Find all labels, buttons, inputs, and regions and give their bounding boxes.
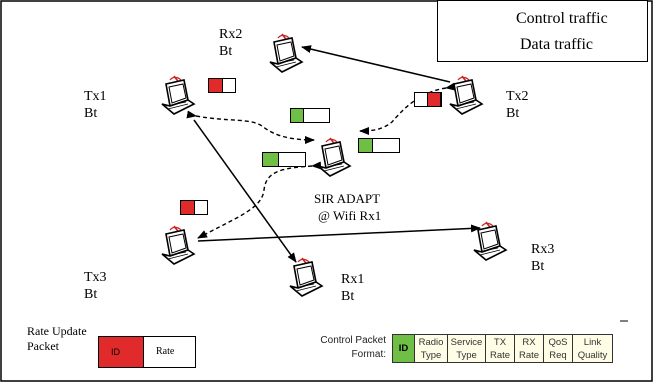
- format-field-link-quality: Link Quality: [573, 335, 612, 362]
- format-field-bottom: Rate: [489, 350, 511, 361]
- format-field-rx-rate: RX Rate: [515, 335, 544, 362]
- legend-control-label: Control traffic: [516, 10, 608, 27]
- node-rx2-sub: Bt: [219, 44, 233, 59]
- node-rx1-sub: Bt: [341, 289, 355, 304]
- rate-update-packet-icon-tx3: [180, 200, 208, 215]
- node-rx3-name: Rx3: [531, 242, 555, 257]
- format-field-top: RX: [522, 337, 536, 348]
- laptop-icon-rx1: [289, 257, 323, 297]
- laptop-icon-center: [317, 137, 351, 177]
- node-center-line2: @ Wifi Rx1: [318, 208, 382, 223]
- data-link-tx1-rx1: [193, 119, 297, 263]
- packet-spacer: [415, 93, 428, 106]
- packet-id-block: [291, 109, 304, 122]
- rate-update-packet-key: ID Rate: [98, 336, 196, 368]
- control-format-label-line1: Control Packet: [320, 335, 386, 346]
- control-link-tx3-center: [197, 161, 322, 239]
- node-tx3-sub: Bt: [84, 287, 98, 302]
- node-tx2-label: Tx2 Bt: [506, 88, 529, 122]
- node-tx1-name: Tx1: [84, 89, 107, 104]
- format-field-bottom: Type: [420, 350, 442, 361]
- format-field-bottom: Rate: [518, 350, 540, 361]
- packet-id-block: [359, 139, 373, 152]
- rate-update-label-line2: Packet: [27, 339, 59, 353]
- node-center-label: SIR ADAPT @ Wifi Rx1: [314, 190, 381, 224]
- control-format-label-line2: Format:: [351, 349, 386, 360]
- control-packet-format-table: ID Radio Type Service Type TX Rate RX Ra…: [392, 334, 613, 363]
- rate-update-label-line1: Rate Update: [27, 324, 87, 338]
- node-rx3-label: Rx3 Bt: [531, 241, 554, 275]
- control-format-label: Control Packet Format:: [308, 335, 386, 360]
- packet-id-block: [263, 153, 279, 166]
- format-field-service-type: Service Type: [448, 335, 486, 362]
- packet-id-block: [181, 201, 195, 214]
- rate-update-label: Rate Update Packet: [27, 324, 87, 354]
- format-id-field: ID: [393, 335, 415, 362]
- rate-update-packet-icon-tx1: [208, 78, 236, 93]
- rate-update-id-field: ID: [99, 337, 144, 367]
- legend: Control traffic Data traffic: [437, 0, 648, 62]
- node-rx2-label: Rx2 Bt: [219, 26, 242, 60]
- node-tx3-label: Tx3 Bt: [84, 269, 107, 303]
- node-rx1-label: Rx1 Bt: [341, 271, 364, 305]
- format-field-top: Service: [450, 337, 483, 348]
- data-link-tx2-rx2: [301, 45, 451, 83]
- node-rx2-name: Rx2: [219, 27, 243, 42]
- data-link-tx3-rx3: [197, 224, 481, 242]
- format-field-radio-type: Radio Type: [415, 335, 448, 362]
- node-center-line1: SIR ADAPT: [314, 191, 381, 206]
- data-links: [193, 45, 481, 263]
- format-field-top: Link: [583, 337, 602, 348]
- node-tx1-label: Tx1 Bt: [84, 88, 107, 122]
- format-field-top: TX: [493, 337, 507, 348]
- control-links: [186, 82, 456, 239]
- packet-id-block: [428, 93, 441, 106]
- format-field-bottom: Type: [456, 350, 477, 361]
- node-rx1-name: Rx1: [341, 272, 365, 287]
- node-rx3-sub: Bt: [531, 259, 545, 274]
- format-field-top: Radio: [418, 337, 444, 348]
- rate-update-packet-icon-tx2: [414, 92, 442, 107]
- format-field-qos-req: QoS Req: [544, 335, 573, 362]
- laptop-icon-tx2: [449, 75, 483, 115]
- rate-update-rate-field: Rate: [156, 346, 175, 357]
- control-packet-icon-tx2: [358, 138, 400, 153]
- format-field-top: QoS: [548, 337, 568, 348]
- laptop-icon-rx2: [269, 33, 303, 73]
- node-tx2-name: Tx2: [506, 89, 529, 104]
- node-tx3-name: Tx3: [84, 270, 107, 285]
- format-field-bottom: Req: [549, 350, 567, 361]
- format-field-tx-rate: TX Rate: [486, 335, 515, 362]
- laptop-icon-tx3: [161, 225, 195, 265]
- control-packet-icon-tx1: [290, 108, 330, 123]
- packet-id-block: [209, 79, 223, 92]
- laptop-icon-tx1: [161, 75, 195, 115]
- control-link-tx2-center: [359, 82, 456, 135]
- node-tx2-sub: Bt: [506, 106, 520, 121]
- control-packet-icon-tx3: [262, 152, 306, 167]
- legend-data-label: Data traffic: [520, 36, 593, 53]
- format-field-bottom: Quality: [577, 350, 608, 361]
- node-tx1-sub: Bt: [84, 106, 98, 121]
